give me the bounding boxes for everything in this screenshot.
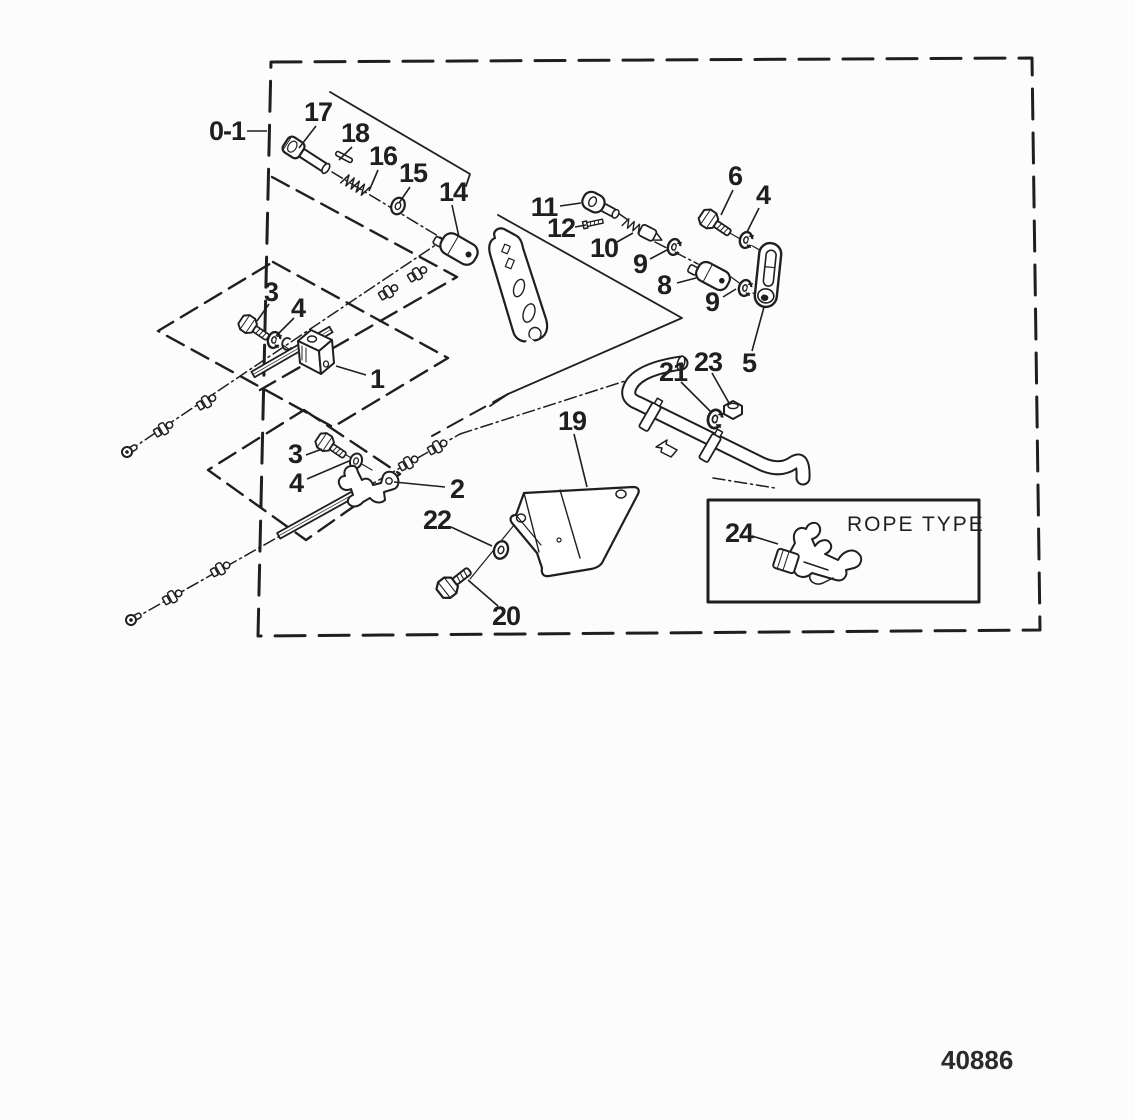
callout-12-7: 12 [547,213,575,243]
callout-17-1: 17 [304,97,332,127]
part-9-washer-b [735,277,757,300]
part-12-screw [581,218,604,230]
callout-0-1-0: 0-1 [209,116,246,146]
part-10-spring-connector [621,218,663,242]
leader-23-25 [711,372,730,404]
callout-16-3: 16 [369,141,398,171]
part-23-hex-nut [723,400,743,420]
leader-18-2 [338,146,353,161]
outer-dashed-border [256,56,1042,638]
callout-18-2: 18 [341,118,370,148]
leader-4-13 [746,207,760,233]
leader-4-19 [306,460,350,480]
leader-8-10 [676,277,697,284]
callout-21-24: 21 [659,357,688,387]
leader-2-20 [393,481,446,488]
part-15-washer [387,194,409,218]
inset-title: ROPE TYPE [847,513,985,536]
part-6-bolt [695,205,736,242]
attachment-arrow-icon [655,439,678,458]
part-19-mount-bracket [509,485,640,578]
callout-4-13: 4 [756,180,771,210]
leader-20-22 [467,579,499,607]
callout-9-9: 9 [633,249,648,279]
leader-15-4 [398,186,411,204]
throttle-lever-arm [488,227,549,345]
part-18-pin [334,150,354,164]
callout-14-5: 14 [439,177,468,207]
leader-12-7 [574,224,587,228]
leader-9-9 [649,249,668,260]
leader-lines [247,125,779,607]
part-9-washer-a [664,236,686,259]
leader-24-26 [751,535,779,545]
callout-10-8: 10 [590,233,618,263]
part-3-bolt-lower [312,429,351,464]
leader-4-16 [275,317,295,337]
part-2-anchor-bracket [337,464,400,508]
callout-8-10: 8 [657,270,672,300]
callout-4-19: 4 [289,468,304,498]
leader-6-12 [720,189,734,216]
leader-17-1 [298,125,317,149]
callout-6-12: 6 [728,161,743,191]
part-22-washer [490,538,512,562]
retainer-clip [281,337,292,351]
callout-2-20: 2 [450,474,464,504]
part-8-cable-connector [687,260,731,292]
callout-11-6: 11 [531,192,559,222]
part-5-link-plate [753,241,783,309]
shift-tube-assembly [621,355,811,486]
leader-10-8 [616,232,634,243]
group-boxes [156,91,683,542]
leader-19-23 [573,433,588,488]
callout-1-17: 1 [370,364,385,394]
part-11-swivel-barrel [581,190,620,219]
part-24-rope-clip [772,521,863,585]
callout-9-11: 9 [705,287,720,317]
leader-14-5 [451,204,460,238]
callout-3-18: 3 [288,439,303,469]
part-14-cable-connector [432,232,479,266]
leader-16-3 [368,169,379,192]
leader-3-15 [256,303,270,322]
rope-type-inset: ROPE TYPE [706,498,985,604]
callout-24-26: 24 [725,518,754,548]
callout-19-23: 19 [558,406,587,436]
drawing-number: 40886 [941,1045,1013,1075]
leader-5-14 [751,306,765,352]
callout-15-4: 15 [399,158,428,188]
part-1-anchor-bracket [297,329,335,375]
callout-22-21: 22 [423,505,451,535]
part-16-spring [340,174,371,196]
leader-11-6 [559,202,582,207]
callout-3-15: 3 [264,277,279,307]
leader-21-24 [680,381,712,413]
leader-22-21 [450,526,493,547]
callout-20-22: 20 [492,601,520,631]
leader-3-18 [305,448,323,456]
lower-control-cable [123,435,451,628]
callout-23-25: 23 [694,347,723,377]
callout-5-14: 5 [742,348,757,378]
leader-1-17 [335,365,367,376]
part-17-socket-bolt [281,135,331,175]
callout-4-16: 4 [291,293,306,323]
leader-9-11 [722,288,737,298]
